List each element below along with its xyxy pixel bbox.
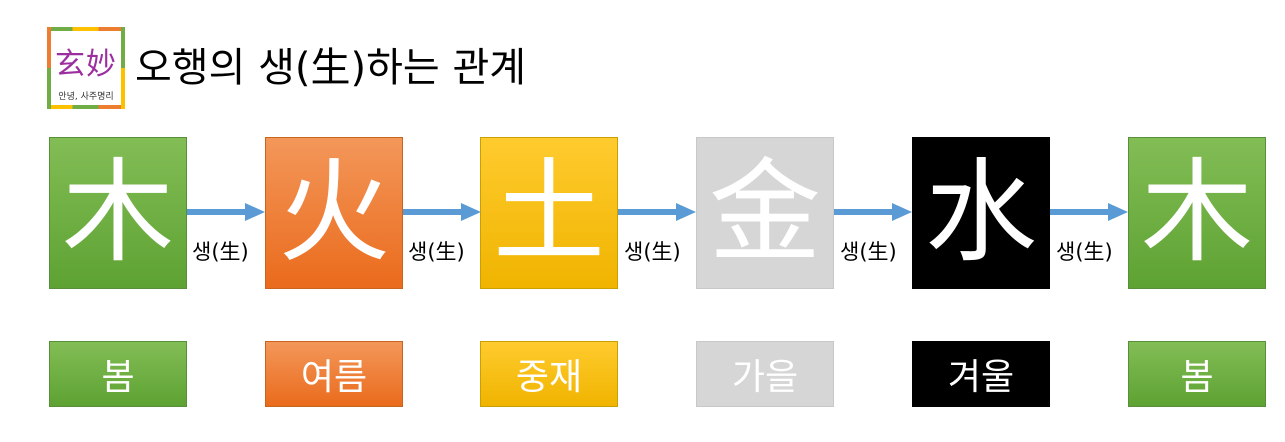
logo-frame-right xyxy=(121,27,125,109)
page-title: 오행의 생(生)하는 관계 xyxy=(135,45,527,91)
logo-frame-bottom xyxy=(47,105,125,109)
logo-hanja: 玄妙 xyxy=(55,47,117,82)
element-box-wood: 木 xyxy=(49,137,187,289)
element-box-metal: 金 xyxy=(696,137,834,289)
element-box-wood-end: 木 xyxy=(1128,137,1266,289)
arrow-right-icon xyxy=(403,203,481,221)
season-box-summer: 여름 xyxy=(265,341,403,407)
season-box-autumn: 가을 xyxy=(696,341,834,407)
arrow-right-icon xyxy=(187,203,265,221)
arrow-right-icon xyxy=(618,203,696,221)
logo-frame-left xyxy=(47,27,51,109)
season-box-mediator: 중재 xyxy=(480,341,618,407)
relation-label: 생(生) xyxy=(192,240,249,264)
relation-label: 생(生) xyxy=(624,240,681,264)
relation-label: 생(生) xyxy=(1056,240,1113,264)
arrow-right-icon xyxy=(834,203,912,221)
season-box-spring: 봄 xyxy=(49,341,187,407)
logo-caption: 안녕, 사주명리 xyxy=(58,92,114,102)
season-box-winter: 겨울 xyxy=(912,341,1050,407)
logo: 玄妙 안녕, 사주명리 xyxy=(47,27,125,109)
relation-label: 생(生) xyxy=(840,240,897,264)
element-box-fire: 火 xyxy=(265,137,403,289)
logo-frame-top xyxy=(47,27,125,31)
relation-label: 생(生) xyxy=(408,240,465,264)
season-box-spring-end: 봄 xyxy=(1128,341,1266,407)
element-box-earth: 土 xyxy=(480,137,618,289)
element-box-water: 水 xyxy=(912,137,1050,289)
arrow-right-icon xyxy=(1050,203,1128,221)
